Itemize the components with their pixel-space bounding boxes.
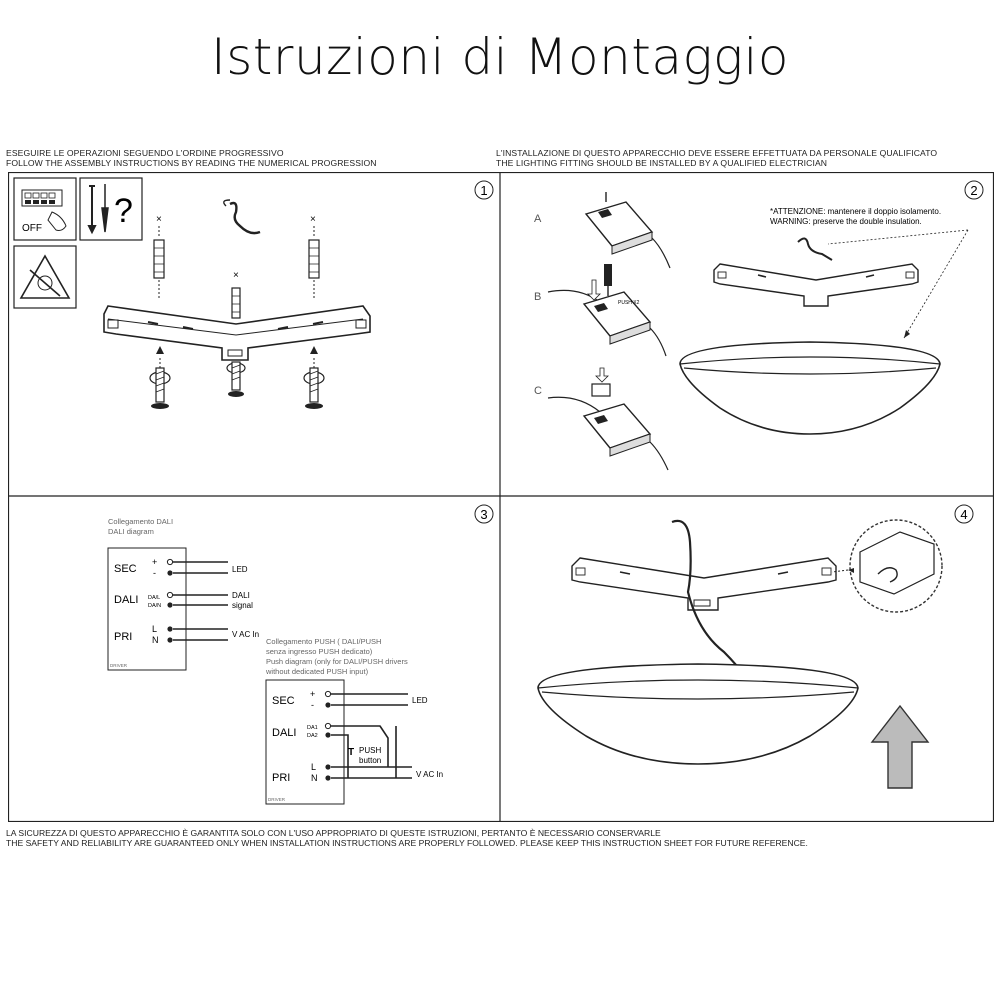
pri-label: PRI [114,631,132,643]
screw-center [226,361,246,397]
header-left-english: FOLLOW THE ASSEMBLY INSTRUCTIONS BY READ… [6,158,377,168]
push-note: PUSH X2 [618,300,640,306]
no-insulation-icon [13,245,77,309]
drill-mark-center: × [233,270,239,281]
l-label: L [152,624,157,634]
push-vac-label: V AC In [416,770,443,779]
push-label-2: button [359,756,381,765]
panel-step-2: 2 A B C PUSH X2 [534,180,984,471]
step-number-1-text: 1 [480,183,487,198]
step-number-3: 3 [474,504,494,524]
driver-label: DRIVER [110,663,128,668]
panel-step-1: 1 OFF ? [13,177,494,409]
page-title: Istruzioni di Montaggio [210,28,790,86]
bracket-step2 [713,237,919,307]
da2-label: DA2 [307,733,318,739]
header-left: ESEGUIRE LE OPERAZIONI SEGUENDO L'ORDINE… [6,148,377,168]
drill-mark-right: × [310,214,316,225]
push-title-3: Push diagram (only for DALI/PUSH drivers [266,657,408,666]
push-led-label: LED [412,696,428,705]
label-a: A [534,213,542,225]
dali-title-english: DALI diagram [108,527,154,536]
screw-left [149,346,171,409]
connector-c [547,367,669,471]
panel-step-4: 4 [537,504,974,789]
push-driver-label: DRIVER [268,797,286,802]
sec-label: SEC [114,563,137,575]
step-number-1: 1 [474,180,494,200]
screw-right [303,346,325,409]
footer-note: LA SICUREZZA DI QUESTO APPARECCHIO È GAR… [6,828,808,848]
dali-signal-label-2: signal [232,601,253,610]
step-number-2: 2 [964,180,984,200]
cable-icon [223,199,261,235]
led-label: LED [232,565,248,574]
minus-label: - [153,568,156,578]
dali-label: DALI [114,594,138,606]
push-pri-label: PRI [272,772,290,784]
push-n-label: N [311,773,318,783]
instruction-sheet: 1 OFF ? [8,172,994,822]
lamp-shade-step2 [679,341,941,435]
wall-plug-left: × [153,214,165,300]
bracket-step4 [571,557,837,611]
plus-label: + [152,557,157,567]
step-number-3-text: 3 [480,507,487,522]
da-n-label: DA/N [148,603,161,609]
header-left-italian: ESEGUIRE LE OPERAZIONI SEGUENDO L'ORDINE… [6,148,284,158]
push-dali-label: DALI [272,727,296,739]
step-number-2-text: 2 [970,183,977,198]
drill-mark-left: × [156,214,162,225]
warning-english: WARNING: preserve the double insulation. [770,217,922,226]
push-title-2: senza ingresso PUSH dedicato) [266,647,373,656]
wall-plug-center: × [231,270,241,319]
warning-italian: *ATTENZIONE: mantenere il doppio isolame… [770,207,941,216]
push-plus-label: + [310,689,315,699]
push-driver-diagram: SEC DALI PRI + - DA1 DA2 L N DRIVER T P [265,679,443,805]
push-title-1: Collegamento PUSH ( DALI/PUSH [266,637,381,646]
push-label-1: PUSH [359,746,381,755]
detail-magnifier [831,519,943,613]
connector-b: PUSH X2 [547,264,667,357]
header-right-english: THE LIGHTING FITTING SHOULD BE INSTALLED… [496,158,828,168]
off-label: OFF [22,223,42,234]
header-right: L'INSTALLAZIONE DI QUESTO APPARECCHIO DE… [496,148,937,168]
push-minus-label: - [311,700,314,710]
dali-signal-label-1: DALI [232,591,250,600]
da-l-label: DA/L [148,595,160,601]
power-off-icon: OFF [13,177,77,241]
da1-label: DA1 [307,725,318,731]
panel-step-3: 3 Collegamento DALI DALI diagram SEC DAL… [107,504,494,805]
step-number-4: 4 [954,504,974,524]
footer-italian: LA SICUREZZA DI QUESTO APPARECCHIO È GAR… [6,828,661,838]
dali-driver-diagram: SEC DALI PRI + - DA/L DA/N L N DRIVER LE… [107,547,259,671]
n-label: N [152,635,159,645]
tools-icon: ? [79,177,143,241]
label-c: C [534,385,542,397]
dali-title-italian: Collegamento DALI [108,517,173,526]
step-number-4-text: 4 [960,507,967,522]
push-switch-symbol: T [348,747,354,758]
connector-a [584,192,671,269]
wall-plug-right: × [308,214,320,300]
question-mark: ? [114,192,133,230]
vac-label: V AC In [232,630,259,639]
arrow-up-icon [870,704,930,789]
label-b: B [534,291,541,303]
lamp-shade-step4 [537,663,859,765]
push-title-4: without dedicated PUSH input) [265,667,369,676]
push-sec-label: SEC [272,695,295,707]
mounting-bracket [103,305,371,361]
footer-english: THE SAFETY AND RELIABILITY ARE GUARANTEE… [6,838,808,848]
push-l-label: L [311,762,316,772]
header-right-italian: L'INSTALLAZIONE DI QUESTO APPARECCHIO DE… [496,148,938,158]
